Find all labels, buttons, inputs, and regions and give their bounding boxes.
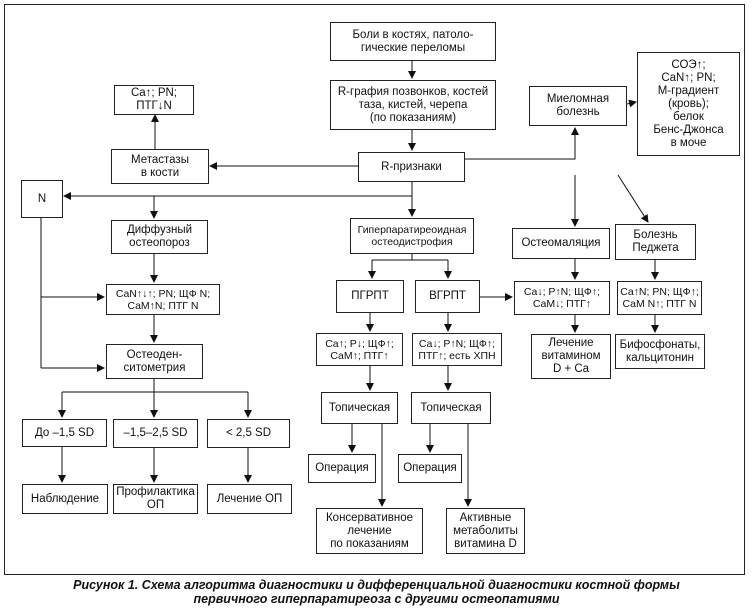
- figure-caption: Рисунок 1. Схема алгоритма диагностики и…: [73, 578, 680, 606]
- box-op-treatment: Лечение ОП: [207, 484, 292, 514]
- box-operation-1: Операция: [308, 454, 376, 483]
- box-myeloma-labs: СОЭ↑; CaN↑; PN; М-градиент (кровь); бело…: [637, 52, 740, 156]
- box-observation: Наблюдение: [22, 484, 108, 514]
- arrow-rsigns-to-n: [63, 182, 413, 200]
- box-osteomalacia-labs: Ca↓; P↑N; ЩФ↑; CaM↓; ПТГ↑: [514, 281, 610, 315]
- box-paget-treat: Бифосфонаты, кальцитонин: [615, 334, 705, 369]
- box-sd-1: До –1,5 SD: [22, 419, 107, 447]
- box-hyperpara-dystrophy: Гиперпаратиреоидная остеодистрофия: [350, 218, 474, 254]
- box-n: N: [21, 180, 63, 218]
- box-pgrpt: ПГРПТ: [336, 280, 404, 313]
- box-pgrpt-labs: Ca↑; P↓; ЩФ↑; CaM↑; ПТГ↑: [316, 333, 403, 366]
- box-sd-3: < 2,5 SD: [207, 419, 290, 448]
- box-topical-1: Топическая: [321, 392, 398, 424]
- box-densitometry: Остеоден- ситометрия: [106, 344, 203, 379]
- box-osteomalacia-treat: Лечение витамином D + Ca: [531, 334, 611, 379]
- box-r-signs: R-признаки: [358, 152, 465, 182]
- box-metastases: Метастазы в кости: [111, 149, 209, 184]
- box-active-metabolites: Активные метаболиты витамина D: [446, 508, 525, 554]
- box-paget: Болезнь Педжета: [615, 224, 696, 260]
- box-bone-pain: Боли в костях, патоло- гические переломы: [330, 22, 496, 61]
- box-rgraphy: R-графия позвонков, костей таза, кистей,…: [330, 80, 496, 130]
- arrow-rsigns-to-paget: [617, 174, 649, 223]
- box-sd-2: –1,5–2,5 SD: [113, 419, 198, 448]
- box-vgrpt-labs: Ca↓; P↑N; ЩФ↑; ПТГ↑; есть ХПН: [412, 333, 502, 366]
- line-densito-split: [62, 379, 248, 393]
- box-prevention: Профилактика ОП: [113, 484, 198, 514]
- arrow-myeloma-to-labs: [626, 99, 637, 108]
- line-hyperpara-split: [372, 254, 448, 261]
- box-myeloma: Миеломная болезнь: [529, 86, 627, 126]
- box-diffuse-osteoporosis: Диффузный остеопороз: [111, 220, 208, 254]
- diagram-frame: [4, 4, 745, 575]
- box-osteoporosis-labs: CaN↑↓↑; PN; ЩФ N; CaM↑N; ПТГ N: [106, 284, 220, 315]
- box-ca-pn-ptg: Ca↑; PN; ПТГ↓N: [114, 85, 194, 115]
- box-paget-labs: Ca↑N; PN; ЩФ↑; CaM N↑; ПТГ N: [617, 281, 702, 315]
- arrow-rsigns-to-myeloma: [465, 127, 579, 160]
- box-osteomalacia: Остеомаляция: [512, 228, 610, 259]
- box-vgrpt: ВГРПТ: [415, 280, 480, 313]
- box-topical-2: Топическая: [411, 392, 491, 424]
- box-conservative: Консервативное лечение по показаниям: [316, 508, 423, 554]
- box-operation-2: Операция: [398, 454, 462, 483]
